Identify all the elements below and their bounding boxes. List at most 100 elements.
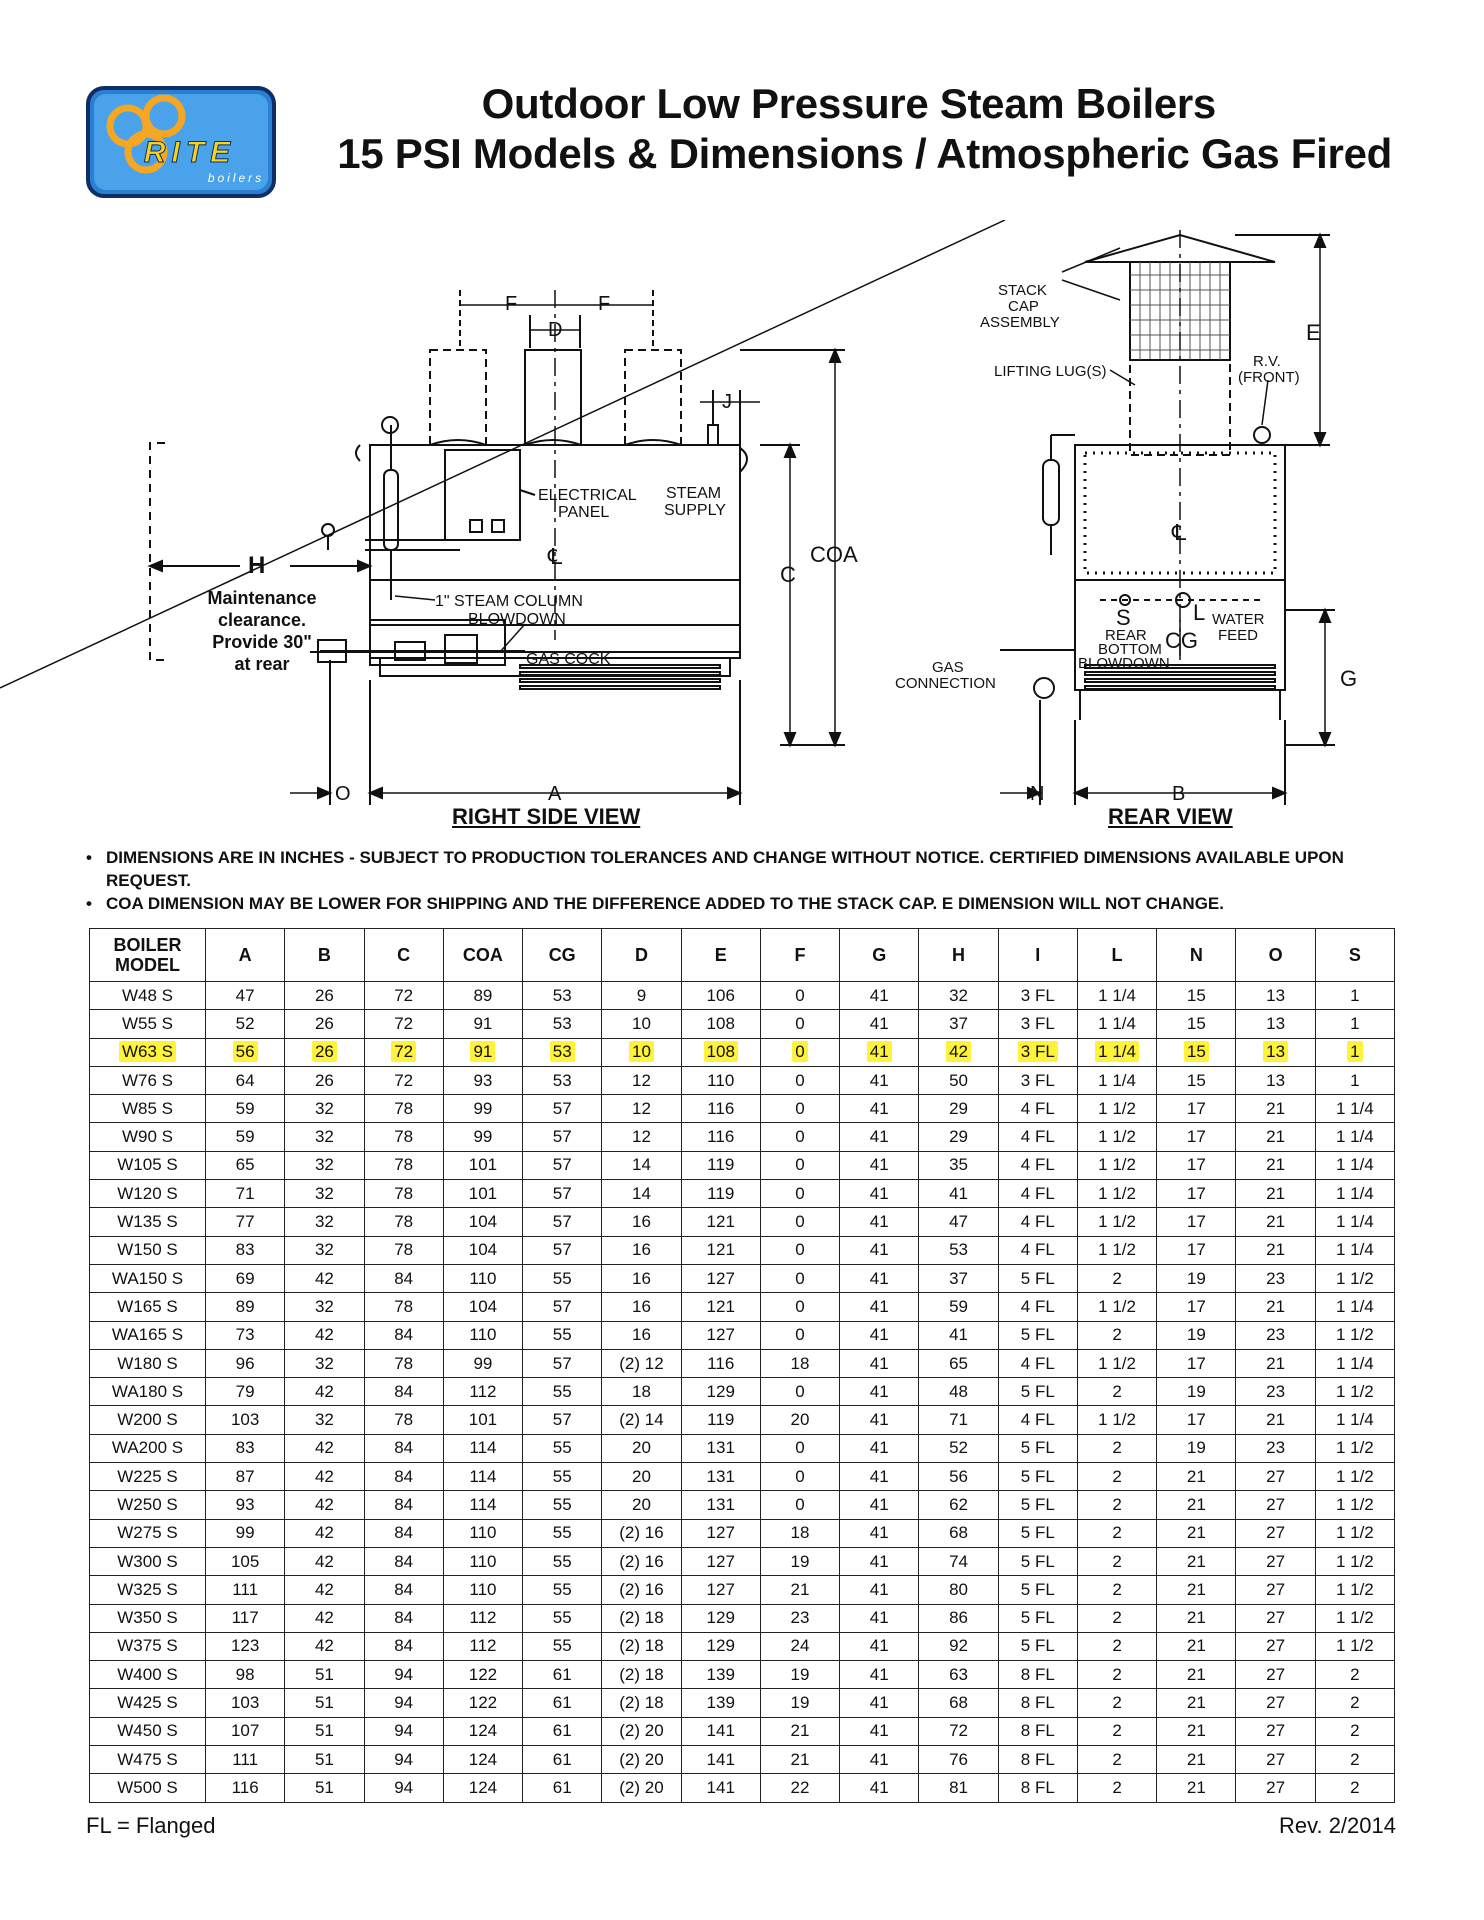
dim-label-e: E [1306, 320, 1321, 345]
cell-dimension-n: 17 [1156, 1292, 1237, 1322]
dim-label-d: D [548, 319, 562, 341]
cell-value: 4 FL [1020, 1353, 1055, 1373]
cell-value: W200 S [117, 1410, 178, 1430]
cell-value: WA150 S [111, 1268, 184, 1288]
cell-dimension-i: 4 FL [997, 1207, 1078, 1237]
cell-dimension-b: 42 [284, 1377, 365, 1407]
cell-dimension-f: 21 [759, 1575, 841, 1605]
cell-value: 22 [790, 1777, 810, 1797]
column-header-a: A [204, 928, 286, 982]
cell-value: 4 FL [1020, 1296, 1055, 1316]
cell-dimension-o: 21 [1235, 1405, 1316, 1435]
cell-dimension-l: 2 [1076, 1575, 1158, 1605]
cell-value: 47 [235, 985, 255, 1005]
cell-dimension-f: 21 [759, 1716, 841, 1747]
cell-dimension-cg: 55 [522, 1603, 603, 1633]
cell-value: 61 [552, 1749, 572, 1769]
cell-value: 27 [1266, 1579, 1286, 1599]
cell-value: 2 [1350, 1664, 1360, 1684]
cell-dimension-f: 0 [759, 1094, 841, 1124]
cell-boiler-model: WA150 S [89, 1263, 206, 1294]
cell-dimension-i: 8 FL [997, 1688, 1078, 1718]
cell-value: 55 [552, 1523, 572, 1543]
cell-dimension-o: 27 [1235, 1631, 1316, 1662]
lifting-lugs-label: LIFTING LUG(S) [994, 363, 1107, 380]
cell-dimension-f: 0 [759, 1179, 841, 1209]
cell-value: (2) 14 [619, 1410, 664, 1430]
cell-dimension-a: 123 [204, 1631, 286, 1662]
right-side-view [147, 290, 845, 805]
cell-value: (2) 18 [619, 1664, 664, 1684]
cell-dimension-f: 19 [759, 1546, 841, 1577]
cell-value: 71 [235, 1183, 255, 1203]
cell-dimension-n: 19 [1156, 1433, 1237, 1464]
dim-label-n: N [1030, 783, 1044, 805]
cell-boiler-model: W105 S [89, 1150, 206, 1181]
steam-column-label-1: 1" STEAM COLUMN [435, 593, 583, 610]
cell-value: 27 [1266, 1777, 1286, 1797]
cell-value: 99 [473, 1353, 493, 1373]
cell-dimension-i: 8 FL [997, 1745, 1078, 1775]
cell-value: 21 [1266, 1353, 1286, 1373]
column-header-b: B [284, 928, 365, 982]
column-header-f: F [759, 928, 841, 982]
cell-value: 51 [314, 1664, 334, 1684]
cell-value: 2 [1112, 1749, 1122, 1769]
cell-value: 21 [790, 1749, 810, 1769]
cell-dimension-l: 2 [1076, 1660, 1158, 1690]
cell-dimension-g: 41 [839, 1518, 920, 1548]
cell-dimension-l: 2 [1076, 1462, 1158, 1492]
cell-dimension-g: 41 [839, 1122, 920, 1152]
cell-dimension-e: 131 [680, 1490, 761, 1520]
cell-dimension-g: 41 [839, 1603, 920, 1633]
cell-dimension-c: 72 [363, 980, 444, 1011]
cell-value: 17 [1186, 1127, 1206, 1147]
cell-boiler-model: W450 S [89, 1716, 206, 1747]
cell-dimension-s: 1 1/2 [1314, 1462, 1396, 1492]
cell-value: 12 [632, 1098, 651, 1118]
cell-value: 41 [869, 1296, 889, 1316]
cell-value: 35 [949, 1155, 968, 1175]
cell-value: 104 [468, 1240, 498, 1260]
cell-dimension-g: 41 [839, 1037, 920, 1067]
cell-value: 51 [314, 1721, 334, 1741]
cell-value: 13 [1266, 1070, 1286, 1090]
cell-value: 17 [1186, 1353, 1206, 1373]
cell-dimension-s: 2 [1314, 1745, 1396, 1775]
cell-dimension-coa: 110 [442, 1518, 524, 1548]
cell-dimension-coa: 110 [442, 1263, 524, 1294]
cell-dimension-l: 1 1/2 [1076, 1235, 1158, 1265]
cell-dimension-coa: 124 [442, 1745, 524, 1775]
cell-dimension-h: 41 [918, 1320, 999, 1350]
cell-dimension-e: 131 [680, 1462, 761, 1492]
cell-value: 5 FL [1020, 1325, 1055, 1345]
cell-value: 123 [230, 1636, 260, 1656]
cell-value: 32 [949, 985, 968, 1005]
cell-value: 32 [314, 1183, 334, 1203]
cell-value: 41 [869, 1721, 889, 1741]
cell-dimension-h: 29 [918, 1122, 999, 1152]
cell-dimension-coa: 114 [442, 1490, 524, 1520]
cell-value: 1 1/4 [1335, 1240, 1374, 1260]
cell-value: 78 [394, 1240, 414, 1260]
cell-value: 53 [949, 1240, 968, 1260]
cell-dimension-coa: 99 [442, 1348, 524, 1379]
cell-value: 1 1/2 [1335, 1579, 1374, 1599]
cell-dimension-h: 86 [918, 1603, 999, 1633]
cell-value: 116 [231, 1777, 259, 1797]
cell-dimension-coa: 91 [442, 1037, 524, 1067]
cell-value: 19 [1186, 1268, 1206, 1288]
cell-dimension-g: 41 [839, 1065, 920, 1096]
cell-dimension-f: 0 [759, 1263, 841, 1294]
cell-dimension-coa: 110 [442, 1546, 524, 1577]
cell-dimension-c: 84 [363, 1377, 444, 1407]
cell-dimension-n: 21 [1156, 1745, 1237, 1775]
cell-dimension-o: 21 [1235, 1122, 1316, 1152]
cell-value: 51 [314, 1749, 334, 1769]
